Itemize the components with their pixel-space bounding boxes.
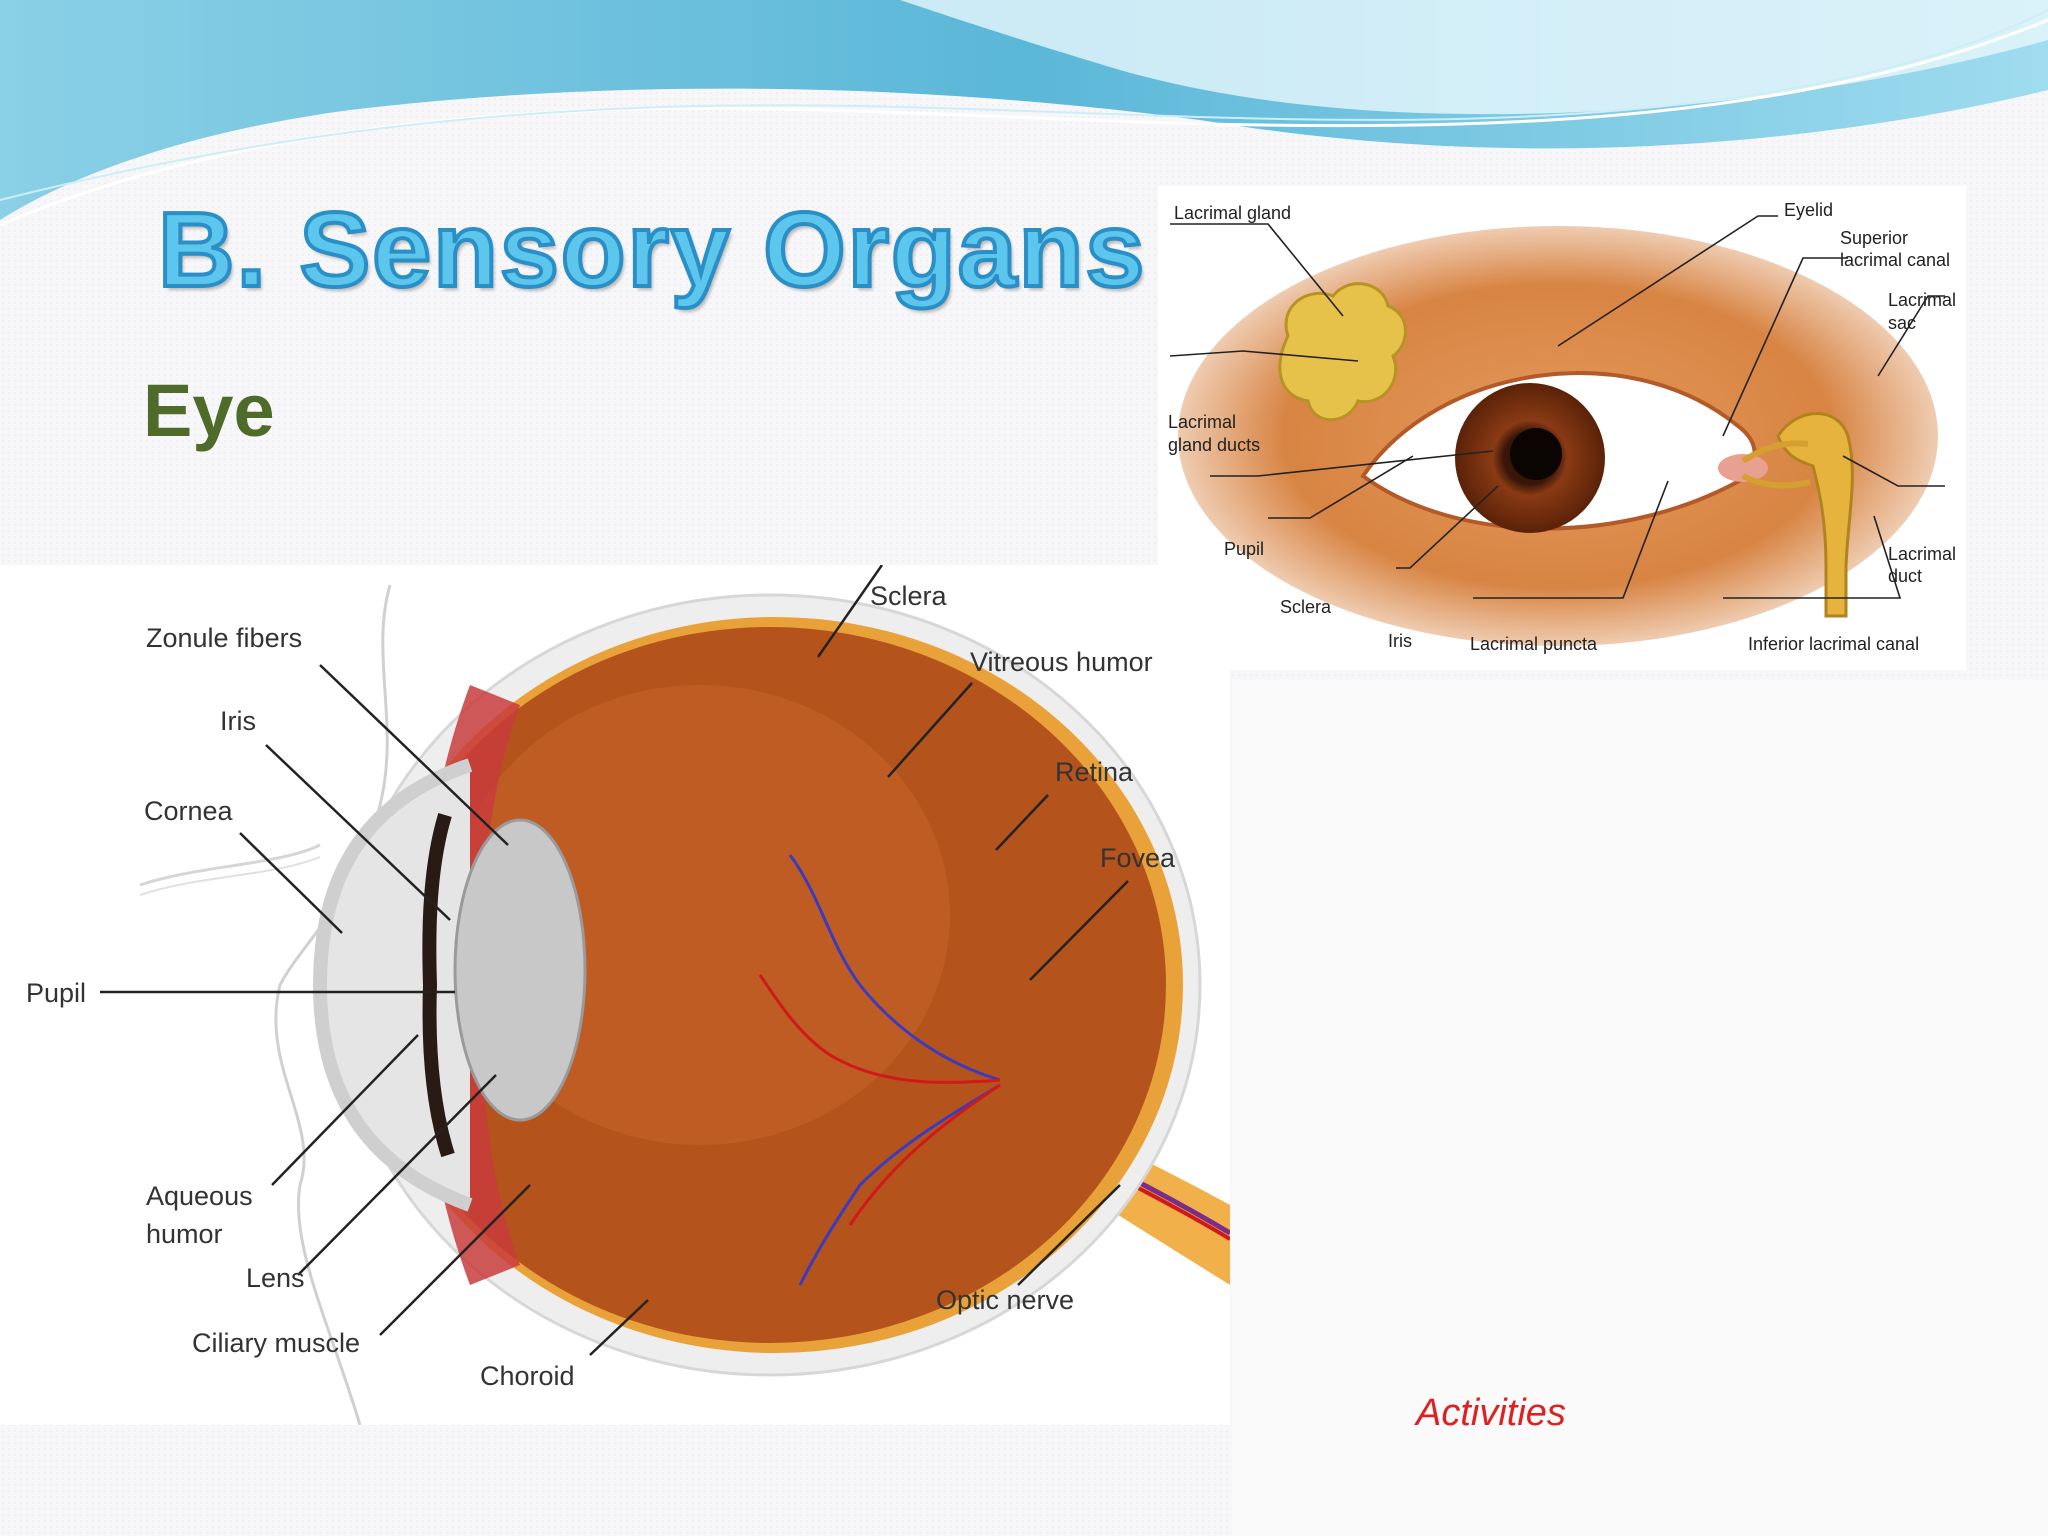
label-iris: Iris bbox=[220, 706, 256, 736]
label-eyelid: Eyelid bbox=[1784, 200, 1833, 220]
label-aqueous-humor-line2: humor bbox=[146, 1219, 223, 1249]
slide-title: B. Sensory Organs bbox=[156, 189, 1147, 311]
label-superior-canal-line2: lacrimal canal bbox=[1840, 250, 1950, 270]
label-lacrimal-sac-line1: Lacrimal bbox=[1888, 290, 1956, 310]
label-lacrimal-puncta: Lacrimal puncta bbox=[1470, 634, 1598, 654]
header-wave bbox=[0, 0, 2048, 227]
label-retina: Retina bbox=[1055, 757, 1134, 787]
label-iris-front: Iris bbox=[1388, 631, 1412, 651]
label-sclera-front: Sclera bbox=[1280, 597, 1332, 617]
label-cornea: Cornea bbox=[144, 796, 234, 826]
label-lens: Lens bbox=[246, 1263, 305, 1293]
label-gland-ducts-line1: Lacrimal bbox=[1168, 412, 1236, 432]
eye-cross-section-diagram: Sclera Zonule fibers Vitreous humor Iris… bbox=[0, 565, 1230, 1425]
label-lacrimal-duct-line2: duct bbox=[1888, 566, 1922, 586]
lacrimal-apparatus-diagram: Lacrimal gland Eyelid Superior lacrimal … bbox=[1158, 186, 1966, 670]
label-inferior-canal: Inferior lacrimal canal bbox=[1748, 634, 1919, 654]
label-gland-ducts-line2: gland ducts bbox=[1168, 435, 1260, 455]
label-ciliary-muscle: Ciliary muscle bbox=[192, 1328, 360, 1358]
blank-right-pane bbox=[1232, 680, 2048, 1536]
label-optic-nerve: Optic nerve bbox=[936, 1285, 1074, 1315]
slide-subtitle: Eye bbox=[143, 369, 275, 452]
label-superior-canal-line1: Superior bbox=[1840, 228, 1908, 248]
label-lacrimal-gland: Lacrimal gland bbox=[1174, 203, 1291, 223]
label-pupil-front: Pupil bbox=[1224, 539, 1264, 559]
label-zonule-fibers: Zonule fibers bbox=[146, 623, 302, 653]
label-lacrimal-duct-line1: Lacrimal bbox=[1888, 544, 1956, 564]
label-pupil: Pupil bbox=[26, 978, 86, 1008]
label-choroid: Choroid bbox=[480, 1361, 575, 1391]
label-aqueous-humor-line1: Aqueous bbox=[146, 1181, 253, 1211]
label-fovea: Fovea bbox=[1100, 843, 1176, 873]
label-lacrimal-sac-line2: sac bbox=[1888, 313, 1916, 333]
activities-link[interactable]: Activities bbox=[1416, 1392, 1566, 1434]
label-vitreous-humor: Vitreous humor bbox=[970, 647, 1153, 677]
label-sclera: Sclera bbox=[870, 581, 948, 611]
